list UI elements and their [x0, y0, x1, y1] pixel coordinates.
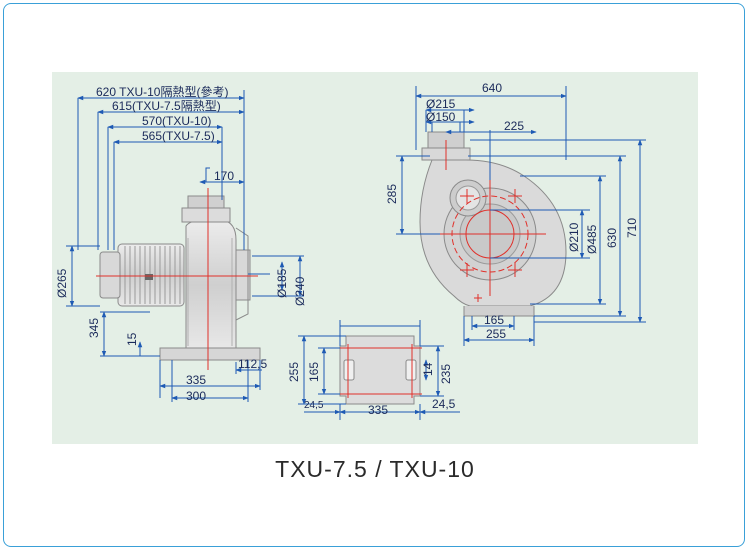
front-view: 640 Ø215 Ø150 225 285 Ø210 Ø485 630 710 …: [385, 81, 646, 346]
dim-d215: Ø215: [426, 97, 456, 111]
base-view: 255 165 14 235 24,5 335 24,5: [287, 320, 460, 420]
dim-345: 345: [87, 318, 101, 338]
dim-170: 170: [214, 169, 234, 183]
dim-165-base: 165: [307, 362, 321, 382]
dim-570: 570(TXU-10): [142, 114, 211, 128]
dim-335-side: 335: [186, 373, 206, 387]
dim-640: 640: [482, 81, 502, 95]
dim-165-front: 165: [484, 313, 504, 327]
dim-255-front: 255: [486, 327, 506, 341]
dim-d150: Ø150: [426, 110, 456, 124]
dim-235: 235: [439, 364, 453, 384]
base-centerlines: [338, 344, 422, 398]
dim-d240: Ø240: [293, 276, 307, 306]
motor-body: [99, 243, 185, 307]
dim-14: 14: [421, 362, 435, 376]
dim-d210: Ø210: [567, 222, 581, 252]
dim-225: 225: [504, 119, 524, 133]
dim-565: 565(TXU-7.5): [142, 129, 215, 143]
dim-620: 620 TXU-10隔熱型(參考): [96, 84, 228, 99]
dim-d185: Ø185: [275, 268, 289, 298]
dim-24-5-left: 24,5: [304, 400, 324, 411]
side-centerlines: [96, 188, 258, 370]
dim-300: 300: [186, 389, 206, 403]
dim-15: 15: [125, 332, 139, 346]
dim-615: 615(TXU-7.5隔熱型): [112, 99, 221, 113]
front-dimension-labels: 640 Ø215 Ø150 225 285 Ø210 Ø485 630 710 …: [385, 81, 639, 341]
dim-112-5: 112,5: [238, 357, 267, 371]
side-dimension-labels: 620 TXU-10隔熱型(參考) 615(TXU-7.5隔熱型) 570(TX…: [55, 84, 307, 403]
dim-d485: Ø485: [585, 224, 599, 254]
model-caption: TXU-7.5 / TXU-10: [275, 456, 475, 482]
dim-d265: Ø265: [55, 268, 69, 298]
dim-710: 710: [625, 218, 639, 238]
dim-255-base: 255: [287, 362, 301, 382]
dim-24-5-right: 24,5: [432, 397, 456, 411]
side-view: 620 TXU-10隔熱型(參考) 615(TXU-7.5隔熱型) 570(TX…: [55, 84, 307, 403]
fan-housing: [159, 195, 261, 361]
front-housing: [419, 131, 567, 317]
dim-335-base: 335: [368, 403, 388, 417]
base-dimension-labels: 255 165 14 235 24,5 335 24,5: [287, 362, 456, 417]
dim-630: 630: [605, 228, 619, 248]
dim-285: 285: [385, 184, 399, 204]
